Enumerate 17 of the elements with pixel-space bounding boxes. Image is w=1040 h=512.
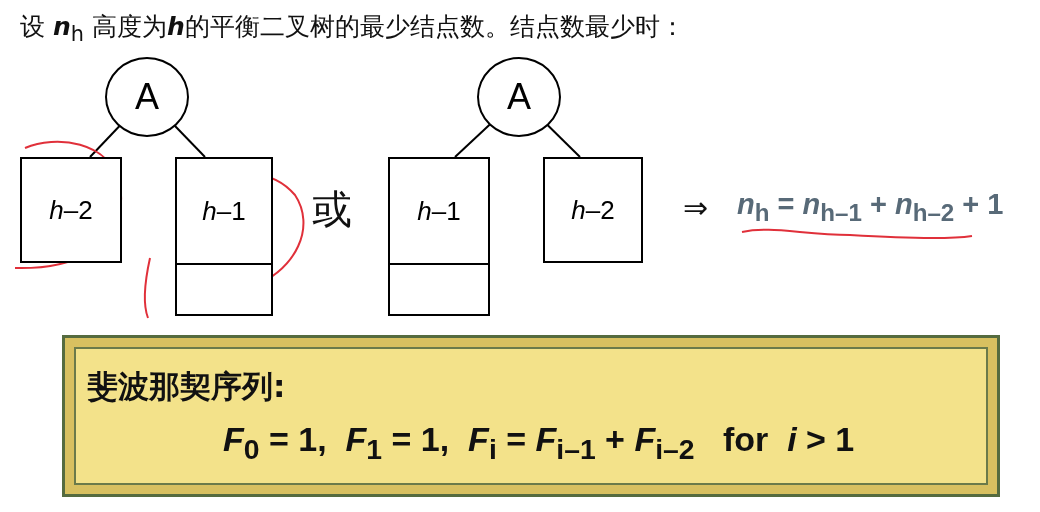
- tree-edge: [454, 123, 491, 158]
- tree-node-circle: A: [105, 57, 189, 137]
- recurrence-formula: n$_{h}$ = n$_{h–1}$ + n$_{h–2}$ + 1: [737, 188, 1004, 227]
- tree-edge: [173, 124, 206, 158]
- tree-node-circle: A: [477, 57, 561, 137]
- subtree-box: h–1: [175, 157, 273, 316]
- formula-panel: [62, 335, 1000, 497]
- heading: 设 n$_{h}$ 高度为h的平衡二叉树的最少结点数。结点数最少时：: [20, 11, 685, 46]
- implies-symbol: ⇒: [683, 190, 709, 225]
- formula: F$_{0}$ = 1, F$_{1}$ = 1, F$_{i}$ = F$_{i–1}$ + F$_{i–2}$ for i > 1: [223, 420, 855, 466]
- tree-edge: [546, 124, 581, 158]
- or-symbol: 或: [312, 185, 352, 234]
- subtree-box: h–1: [388, 157, 490, 316]
- subtree-box: h–2: [543, 157, 643, 263]
- subtree-box: h–2: [20, 157, 122, 263]
- tree-edge: [89, 125, 121, 158]
- panel-heading: 斐波那契序列:: [87, 367, 286, 406]
